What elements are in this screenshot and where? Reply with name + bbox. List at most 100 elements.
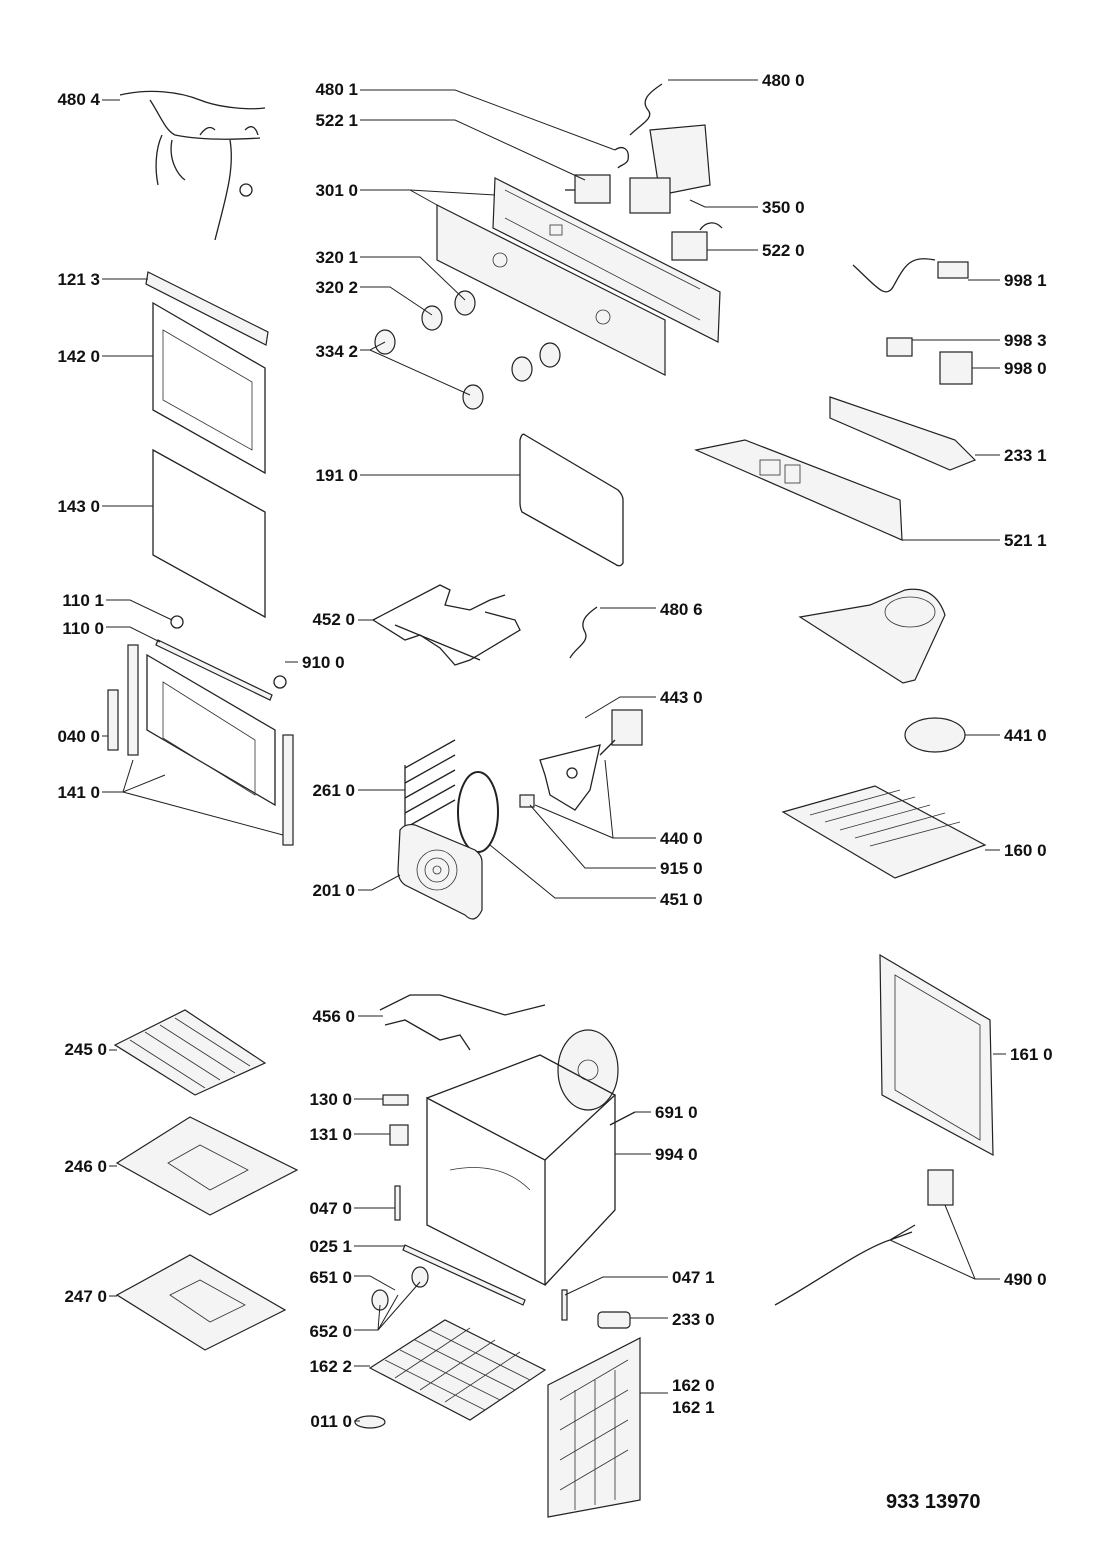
leader-line-915-0 <box>529 804 656 869</box>
grill-tray-245-0 <box>113 1009 267 1096</box>
part-label-480-4: 480 4 <box>57 90 100 109</box>
gasket-191-0 <box>519 433 624 567</box>
part-label-131-0: 131 0 <box>309 1125 352 1144</box>
part-label-011-0: 011 0 <box>310 1412 352 1431</box>
part-label-191-0: 191 0 <box>315 466 358 485</box>
baking-tray-246-0 <box>115 1116 299 1216</box>
part-label-246-0: 246 0 <box>64 1157 107 1176</box>
leader-line-651-0 <box>354 1275 396 1291</box>
nut-915-0 <box>519 794 535 808</box>
side-panel-162-0 <box>547 1337 641 1518</box>
leader-line-110-1 <box>106 599 173 621</box>
part-label-245-0: 245 0 <box>64 1040 107 1059</box>
display-bracket-350-0 <box>629 124 711 214</box>
selector-switch-522-1 <box>565 174 611 204</box>
top-heater-452-0 <box>372 584 521 666</box>
wiring-harness-480-4 <box>119 90 266 241</box>
lamp-651-0 <box>371 1266 429 1311</box>
control-panel-301-0 <box>436 177 721 376</box>
model-code: 933 13970 <box>886 1491 981 1513</box>
leader-line-652-0-c <box>377 1294 399 1331</box>
part-label-301-0: 301 0 <box>315 181 358 200</box>
hinge-support-233-0 <box>597 1311 631 1329</box>
door-assembly-141-0 <box>107 615 294 846</box>
part-label-247-0: 247 0 <box>64 1287 107 1306</box>
part-label-915-0: 915 0 <box>660 859 703 878</box>
cable-480-6 <box>569 606 598 659</box>
part-label-443-0: 443 0 <box>660 688 703 707</box>
bracket-047-0 <box>394 1185 401 1221</box>
part-label-143-0: 143 0 <box>57 497 100 516</box>
leader-line-443-0 <box>584 696 656 719</box>
part-label-110-0: 110 0 <box>62 619 104 638</box>
part-label-998-0: 998 0 <box>1004 359 1047 378</box>
leader-line-451-0 <box>489 844 656 899</box>
leader-lines <box>102 79 1006 1422</box>
cable-480-1 <box>614 147 629 169</box>
part-label-201-0: 201 0 <box>312 881 355 900</box>
part-label-047-0: 047 0 <box>309 1199 352 1218</box>
bracket-233-1 <box>829 396 977 471</box>
leader-line-141-0 <box>102 759 134 793</box>
leader-line-320-1 <box>360 256 466 301</box>
part-label-480-0: 480 0 <box>762 71 805 90</box>
lower-heater-456-0 <box>379 994 546 1051</box>
part-label-521-1: 521 1 <box>1004 531 1047 550</box>
bracket-047-1 <box>561 1289 568 1321</box>
leader-line-201-0 <box>358 874 401 891</box>
leader-line-652-0-b <box>377 1281 421 1331</box>
part-label-441-0: 441 0 <box>1004 726 1047 745</box>
leader-line-301-0-b <box>409 189 496 196</box>
part-label-910-0: 910 0 <box>302 653 345 672</box>
inner-glass-142-0 <box>152 301 266 475</box>
part-label-047-1: 047 1 <box>672 1268 715 1287</box>
leader-line-490-0 <box>944 1204 1000 1280</box>
part-label-480-1: 480 1 <box>315 80 358 99</box>
module-998-0 <box>939 351 973 385</box>
leader-line-522-1 <box>360 119 586 181</box>
part-label-998-1: 998 1 <box>1004 271 1047 290</box>
shelf-162-2 <box>368 1319 547 1421</box>
cooling-fan-441-0 <box>904 717 966 753</box>
part-label-320-2: 320 2 <box>315 278 358 297</box>
leader-line-110-0 <box>106 626 161 643</box>
oven-cavity-994-0 <box>426 1054 617 1287</box>
power-cable-490-0 <box>774 1169 954 1306</box>
part-label-994-0: 994 0 <box>655 1145 698 1164</box>
rear-plate <box>557 1029 619 1111</box>
leader-line-334-2-b <box>369 349 471 396</box>
part-label-121-3: 121 3 <box>57 270 100 289</box>
part-label-320-1: 320 1 <box>315 248 358 267</box>
leader-line-490-0-b <box>889 1239 976 1280</box>
baking-tray-247-0 <box>115 1254 287 1351</box>
ring-heater-451-0 <box>457 771 499 853</box>
part-label-651-0: 651 0 <box>309 1268 352 1287</box>
part-label-350-0: 350 0 <box>762 198 805 217</box>
fan-motor-443-0 <box>599 709 643 756</box>
trim-025-1 <box>402 1244 526 1306</box>
part-label-334-2: 334 2 <box>315 342 358 361</box>
part-label-141-0: 141 0 <box>57 783 100 802</box>
rear-panel-161-0 <box>879 953 994 1157</box>
selector-switch-522-0 <box>671 222 723 261</box>
leader-line-440-0 <box>604 759 656 839</box>
leader-line-141-0-c <box>122 774 166 793</box>
part-label-440-0: 440 0 <box>660 829 703 848</box>
door-hinge-121-3 <box>145 271 269 346</box>
part-label-160-0: 160 0 <box>1004 841 1047 860</box>
leader-line-047-1 <box>564 1276 668 1296</box>
foot-011-0 <box>354 1415 386 1429</box>
pcb-521-1 <box>694 439 903 541</box>
leader-line-440-0-b <box>534 804 614 839</box>
shelf-guide-261-0 <box>404 739 456 832</box>
cover-160-0 <box>781 785 987 879</box>
part-label-451-0: 451 0 <box>660 890 703 909</box>
part-label-161-0: 161 0 <box>1010 1045 1053 1064</box>
leader-line-350-0 <box>689 199 758 208</box>
fan-housing <box>798 588 946 684</box>
part-label-261-0: 261 0 <box>312 781 355 800</box>
leader-line-141-0-b <box>122 791 284 836</box>
part-label-130-0: 130 0 <box>309 1090 352 1109</box>
leader-line-320-2 <box>360 286 433 316</box>
